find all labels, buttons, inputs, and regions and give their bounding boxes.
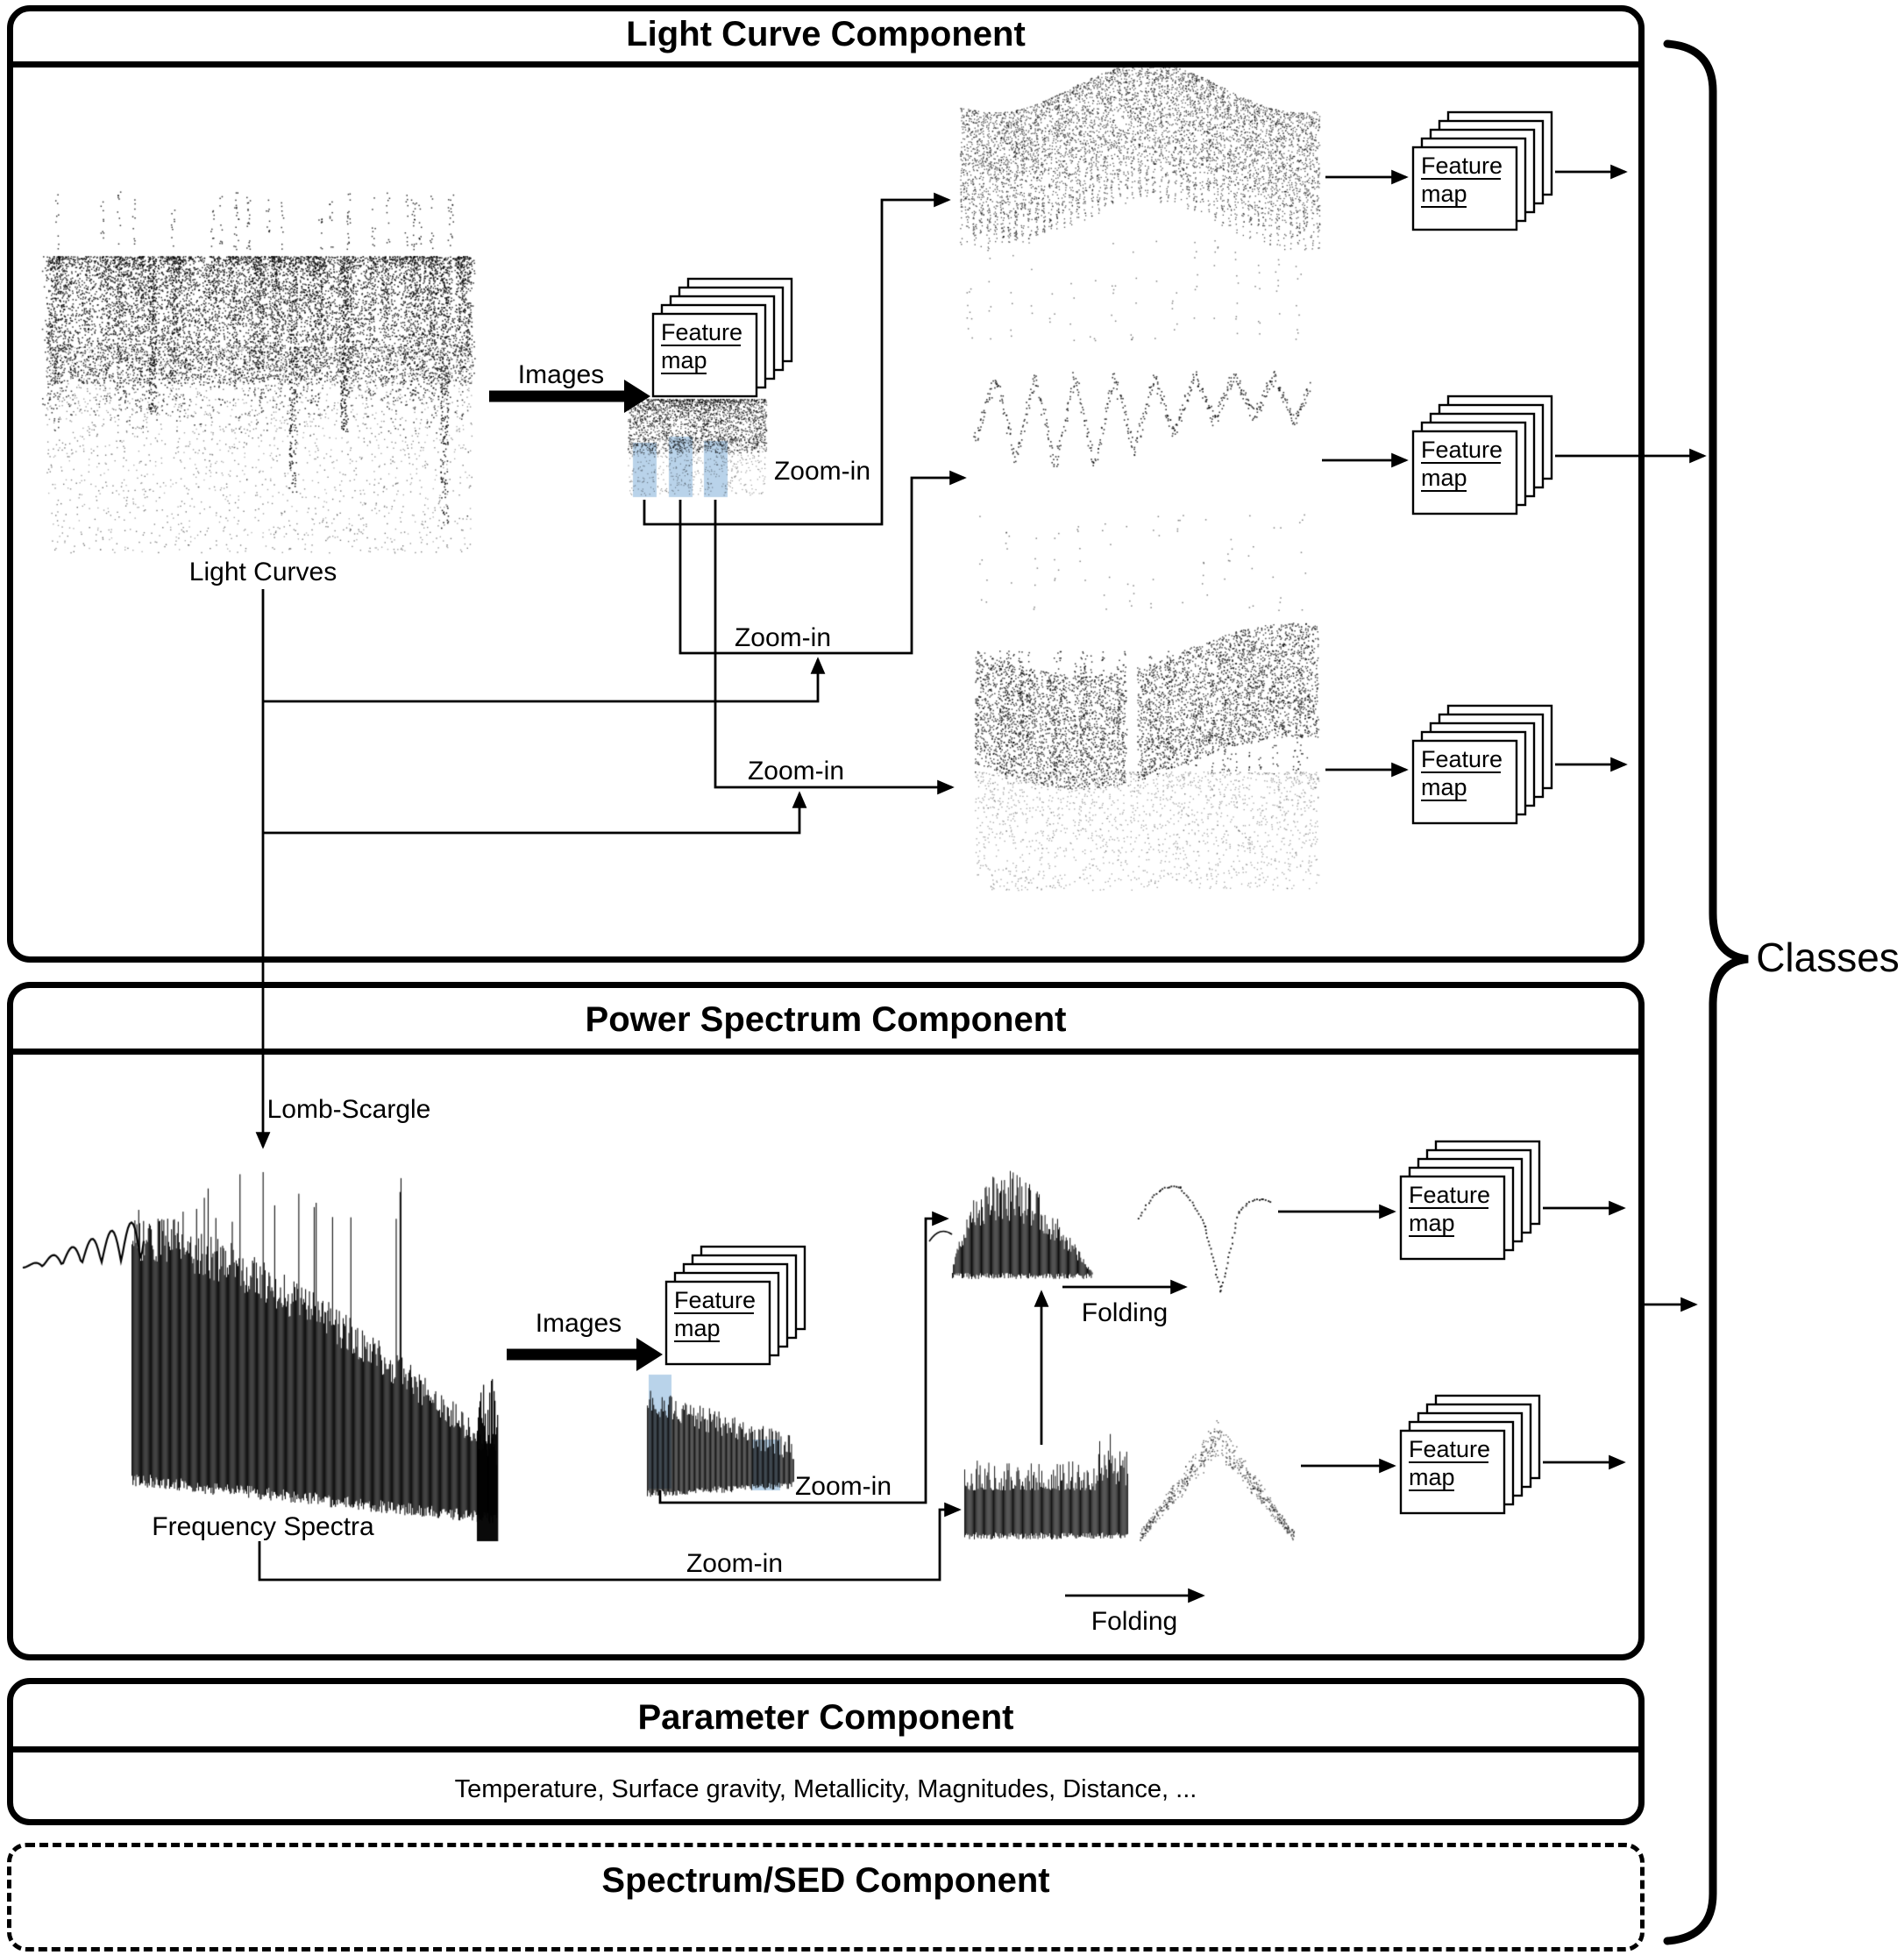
feature-map-label: map bbox=[1421, 465, 1467, 491]
feature-map-label: Feature bbox=[1409, 1436, 1490, 1462]
lomb-scargle-label: Lomb-Scargle bbox=[266, 1095, 431, 1124]
frequency-spectra-label: Frequency Spectra bbox=[152, 1512, 374, 1541]
zoom-arrow-3 bbox=[714, 500, 955, 795]
feature-map-label: Feature bbox=[1421, 437, 1503, 463]
classes-brace bbox=[1663, 39, 1749, 1945]
classes-label: Classes bbox=[1756, 935, 1900, 980]
images-label-lc: Images bbox=[517, 360, 605, 389]
zoom-arrow-1 bbox=[643, 192, 951, 526]
images-arrow-ps bbox=[507, 1338, 663, 1371]
zoom-in-label-4: Zoom-in bbox=[794, 1472, 892, 1501]
zoom-arrow-2 bbox=[678, 470, 967, 655]
zoom-arrow-4 bbox=[658, 1211, 949, 1504]
light-curve-branch-2 bbox=[263, 791, 807, 835]
feature-map-label: map bbox=[1421, 774, 1467, 800]
zoom-in-label-1: Zoom-in bbox=[773, 457, 871, 486]
zoom-in-label-5: Zoom-in bbox=[686, 1549, 784, 1578]
folding-label-top: Folding bbox=[1081, 1298, 1169, 1327]
images-label-ps: Images bbox=[535, 1309, 622, 1338]
feature-map-label: map bbox=[1409, 1464, 1455, 1490]
feature-map-label: Feature bbox=[1421, 153, 1503, 179]
images-arrow-lc bbox=[489, 380, 650, 413]
light-curves-label: Light Curves bbox=[188, 558, 337, 586]
feature-map-label: map bbox=[661, 347, 707, 373]
feature-map-label: map bbox=[674, 1315, 721, 1341]
feature-map-label: map bbox=[1421, 181, 1467, 207]
zoom-arrow-5 bbox=[258, 1502, 962, 1582]
light-curve-branch-1 bbox=[263, 657, 826, 703]
feature-map-label: Feature bbox=[661, 319, 742, 345]
feature-map-label: Feature bbox=[1409, 1182, 1490, 1208]
feature-map-label: Feature bbox=[674, 1287, 756, 1313]
feature-map-label: Feature bbox=[1421, 746, 1503, 772]
zoom-in-label-3: Zoom-in bbox=[747, 757, 845, 786]
feature-map-label: map bbox=[1409, 1210, 1455, 1236]
folding-label-bottom: Folding bbox=[1091, 1607, 1178, 1636]
zoom-in-label-2: Zoom-in bbox=[734, 623, 832, 652]
